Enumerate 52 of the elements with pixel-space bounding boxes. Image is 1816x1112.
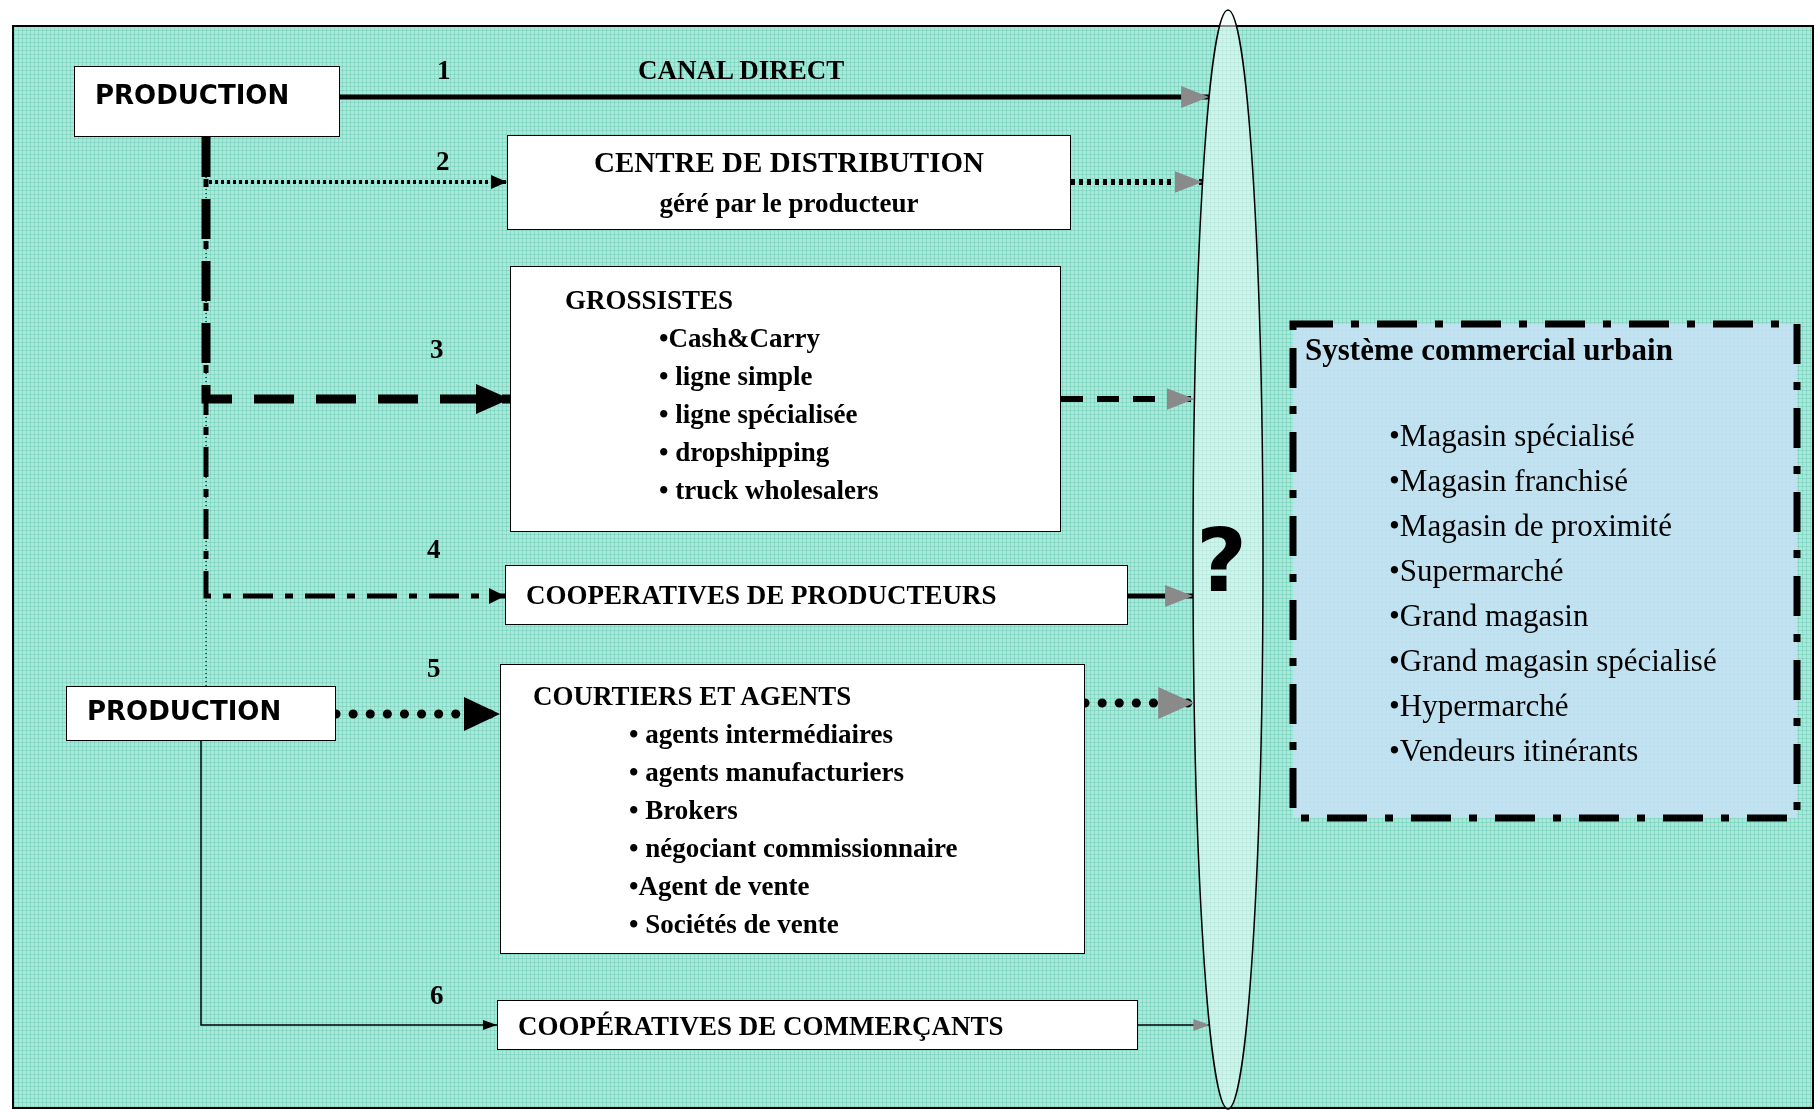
node-title: COOPÉRATIVES DE COMMERÇANTS [518, 1011, 1004, 1043]
list-item: •Cash&Carry [659, 323, 820, 355]
arrow [200, 740, 498, 1030]
list-item: •Vendeurs itinérants [1389, 733, 1639, 769]
arrow [201, 137, 510, 414]
node-subtitle: géré par le producteur [658, 188, 920, 220]
list-item: • négociant commissionnaire [629, 833, 958, 865]
question-mark: ? [1196, 517, 1248, 605]
edge-label: 5 [427, 654, 441, 684]
arrow [1071, 171, 1203, 193]
list-item: • ligne simple [659, 361, 813, 393]
list-item: •Magasin franchisé [1389, 463, 1628, 499]
list-item: •Grand magasin [1389, 598, 1589, 634]
arrow [1061, 388, 1195, 410]
list-item: • Brokers [629, 795, 738, 827]
edge-label: 4 [427, 535, 441, 565]
edge-label: 1 [437, 56, 451, 86]
edge-label: 2 [436, 147, 450, 177]
arrow [1128, 585, 1194, 607]
node-title: CENTRE DE DISTRIBUTION [593, 146, 985, 180]
list-item: • agents manufacturiers [629, 757, 904, 789]
arrow [1137, 1019, 1211, 1031]
node-title: GROSSISTES [565, 285, 734, 317]
process-box [507, 135, 1071, 230]
list-item: •Grand magasin spécialisé [1389, 643, 1717, 679]
node-title: COOPERATIVES DE PRODUCTEURS [526, 580, 997, 612]
list-item: • truck wholesalers [659, 475, 879, 507]
list-item: • ligne spécialisée [659, 399, 858, 431]
node-title: PRODUCTION [87, 697, 282, 727]
list-item: •Supermarché [1389, 553, 1564, 589]
list-item: •Agent de vente [629, 871, 810, 903]
arrow [340, 86, 1210, 108]
edge-label: 3 [430, 335, 444, 365]
list-item: •Magasin de proximité [1389, 508, 1672, 544]
process-box [500, 664, 1085, 954]
process-box [505, 565, 1128, 625]
ellipse-region [1192, 9, 1264, 1110]
list-item: • dropshipping [659, 437, 830, 469]
process-box [497, 1000, 1138, 1050]
list-item: • agents intermédiaires [629, 719, 893, 751]
list-item: •Hypermarché [1389, 688, 1569, 724]
process-box [66, 686, 336, 741]
channel-label: CANAL DIRECT [638, 56, 845, 86]
edge-label: 6 [430, 981, 444, 1011]
process-box [510, 266, 1061, 532]
group-box [1289, 320, 1801, 822]
node-title: Système commercial urbain [1305, 332, 1673, 368]
list-item: • Sociétés de vente [629, 909, 839, 941]
node-title: COURTIERS ET AGENTS [533, 681, 852, 713]
node-title: PRODUCTION [95, 81, 290, 111]
list-item: •Magasin spécialisé [1389, 418, 1635, 454]
process-box [74, 66, 340, 137]
